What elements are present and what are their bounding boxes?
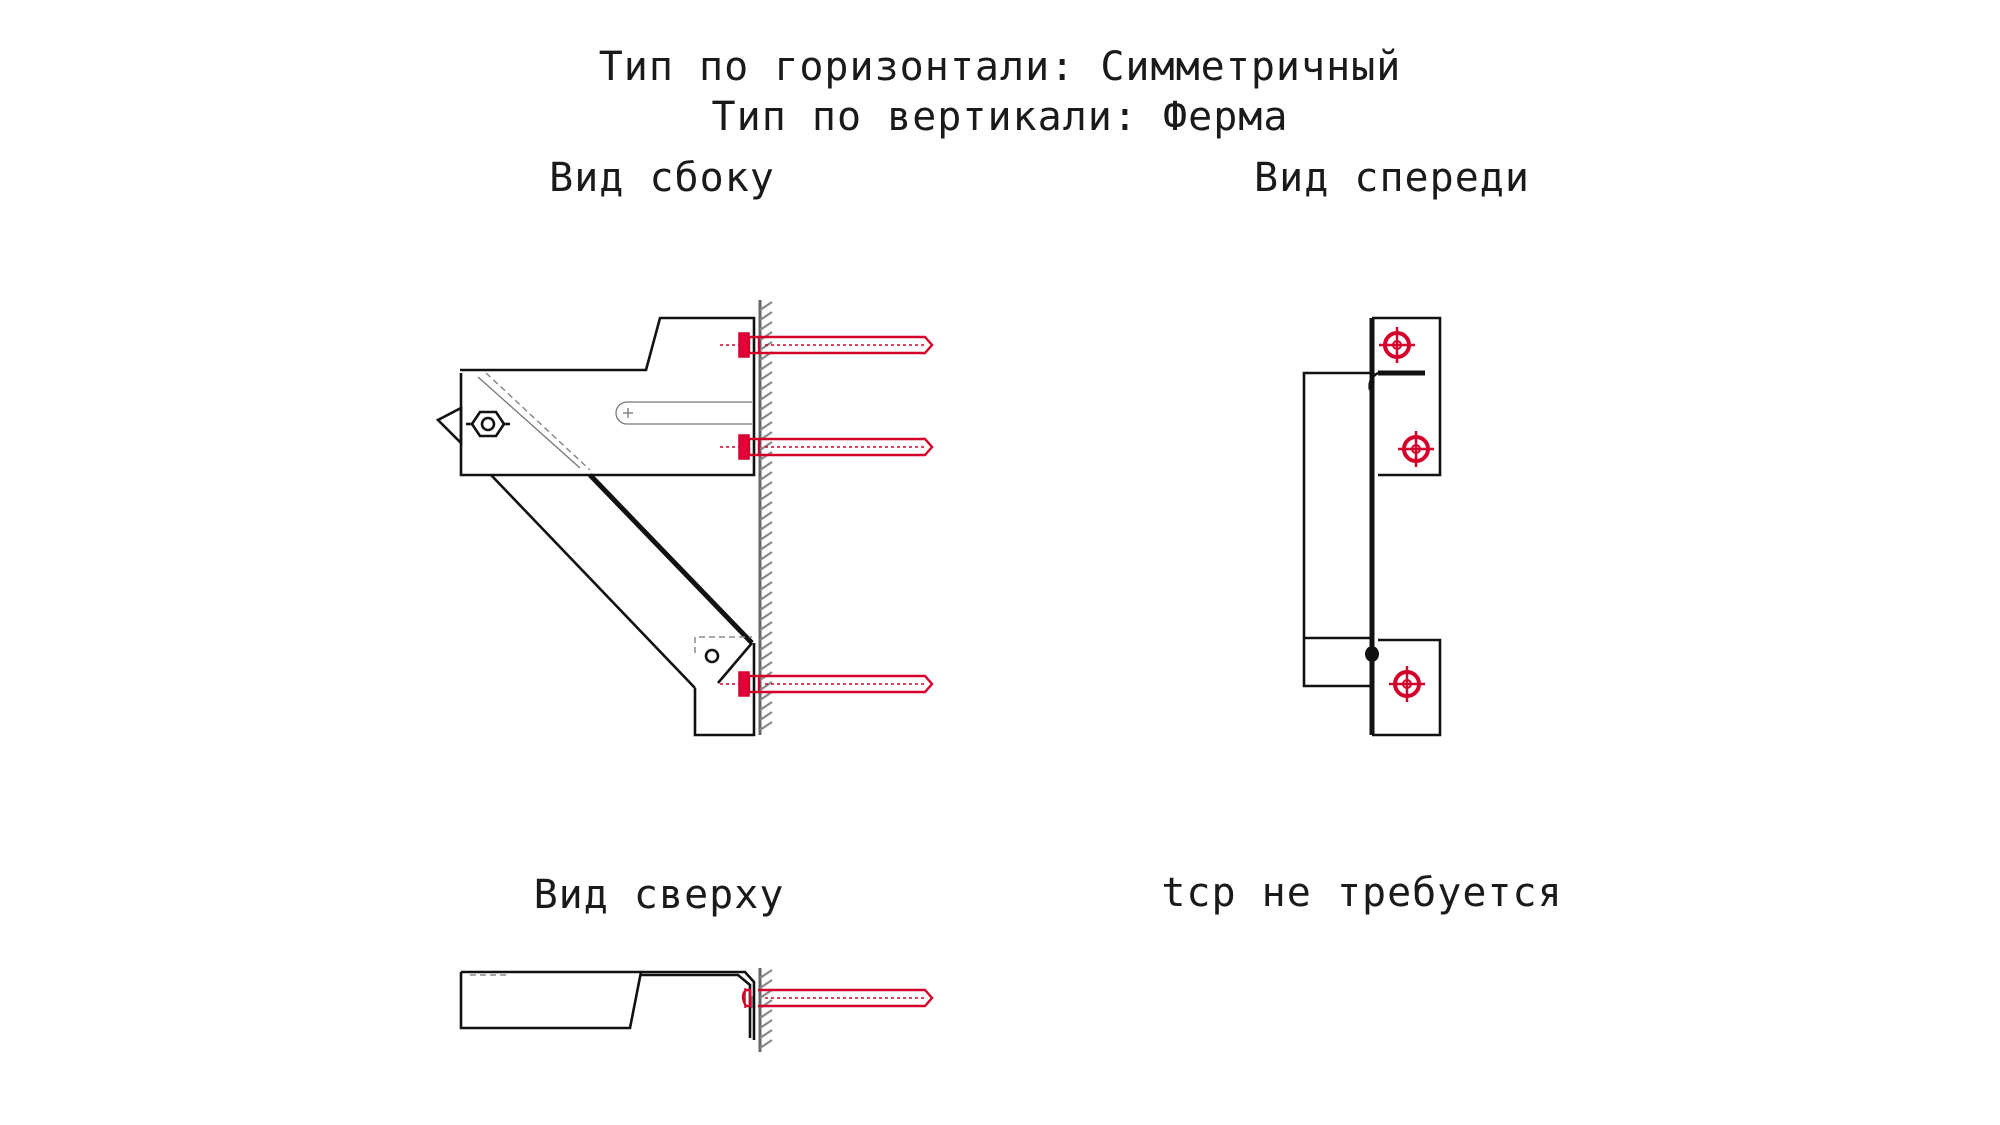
hatch-stroke bbox=[759, 401, 773, 411]
top-view-label: Вид сверху bbox=[534, 872, 785, 918]
hatch-stroke bbox=[759, 571, 773, 581]
hatch-stroke bbox=[759, 721, 773, 731]
hatch-stroke bbox=[759, 711, 773, 721]
hatch-stroke bbox=[759, 371, 773, 381]
hatch-stroke bbox=[759, 1029, 773, 1039]
horizontal-type-title: Тип по горизонтали: Симметричный bbox=[599, 44, 1402, 90]
hatch-stroke bbox=[759, 511, 773, 521]
front-anchor-3 bbox=[1389, 666, 1425, 702]
front-anchor-1 bbox=[1379, 327, 1415, 363]
tcp-note: tср не требуется bbox=[1161, 870, 1562, 916]
hex-nut-icon bbox=[466, 410, 510, 438]
hatch-stroke bbox=[759, 321, 773, 331]
front-view-label: Вид спереди bbox=[1254, 155, 1530, 201]
hatch-stroke bbox=[759, 979, 773, 989]
side-wall-hatch bbox=[759, 301, 773, 731]
upper-bracket bbox=[435, 316, 756, 477]
hatch-stroke bbox=[759, 591, 773, 601]
hatch-stroke bbox=[759, 641, 773, 651]
hatch-stroke bbox=[759, 691, 773, 701]
hatch-stroke bbox=[759, 1009, 773, 1019]
side-view bbox=[435, 300, 934, 737]
hatch-stroke bbox=[759, 501, 773, 511]
hatch-stroke bbox=[759, 969, 773, 979]
hatch-stroke bbox=[759, 411, 773, 421]
hatch-stroke bbox=[759, 651, 773, 661]
lower-bracket bbox=[693, 636, 756, 737]
hatch-stroke bbox=[759, 611, 773, 621]
hatch-stroke bbox=[759, 461, 773, 471]
bolt-hole bbox=[704, 648, 720, 664]
hatch-stroke bbox=[759, 521, 773, 531]
hatch-stroke bbox=[759, 491, 773, 501]
hatch-stroke bbox=[759, 1019, 773, 1029]
hatch-stroke bbox=[759, 601, 773, 611]
front-view bbox=[1302, 316, 1442, 737]
hatch-stroke bbox=[759, 361, 773, 371]
top-wall bbox=[758, 968, 773, 1052]
hatch-stroke bbox=[759, 989, 773, 999]
side-anchor-3 bbox=[720, 671, 934, 697]
hatch-stroke bbox=[759, 381, 773, 391]
hatch-stroke bbox=[759, 551, 773, 561]
weld-point bbox=[1365, 646, 1379, 662]
hatch-stroke bbox=[759, 561, 773, 571]
hatch-stroke bbox=[759, 341, 773, 351]
vertical-type-title: Тип по вертикали: Ферма bbox=[712, 94, 1289, 140]
side-anchor-2 bbox=[720, 434, 934, 460]
side-wall bbox=[758, 300, 773, 735]
diagonal-strut bbox=[490, 473, 754, 689]
hatch-stroke bbox=[759, 541, 773, 551]
hatch-stroke bbox=[759, 681, 773, 691]
top-view bbox=[459, 968, 934, 1052]
top-wall-hatch bbox=[759, 969, 773, 1049]
hatch-stroke bbox=[759, 661, 773, 671]
top-anchor bbox=[741, 988, 934, 1008]
hatch-stroke bbox=[759, 391, 773, 401]
hatch-stroke bbox=[759, 581, 773, 591]
side-anchor-1 bbox=[720, 332, 934, 358]
hatch-stroke bbox=[759, 311, 773, 321]
front-anchor-2 bbox=[1398, 431, 1434, 467]
hatch-stroke bbox=[759, 471, 773, 481]
hatch-stroke bbox=[759, 441, 773, 451]
hatch-stroke bbox=[759, 301, 773, 311]
hatch-stroke bbox=[759, 1039, 773, 1049]
hatch-stroke bbox=[759, 631, 773, 641]
hatch-stroke bbox=[759, 531, 773, 541]
side-view-label: Вид сбоку bbox=[549, 155, 775, 201]
hatch-stroke bbox=[759, 701, 773, 711]
hatch-stroke bbox=[759, 481, 773, 491]
hatch-stroke bbox=[759, 421, 773, 431]
hatch-stroke bbox=[759, 621, 773, 631]
